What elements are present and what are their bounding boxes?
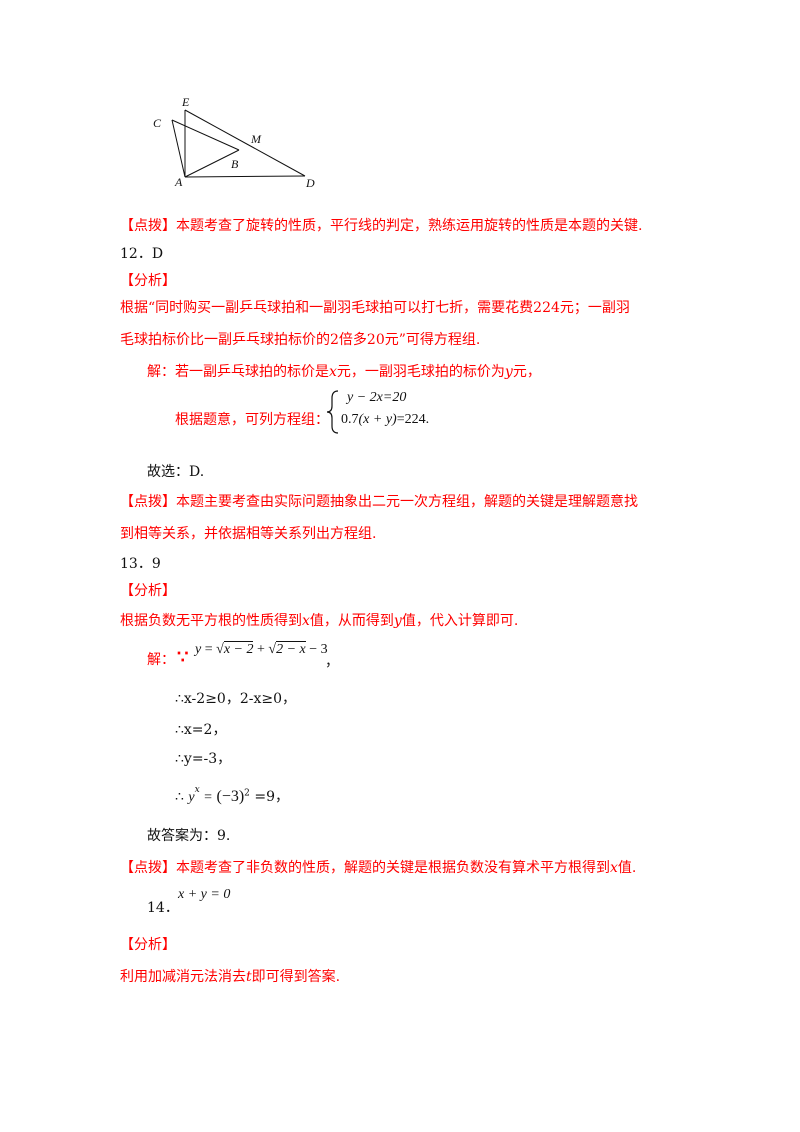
system-brace [326,390,339,434]
label-b: B [231,157,239,171]
p13-fenxi: 【分析】 [120,583,176,599]
segment-cb [171,119,240,151]
p13-dianbo: 【点拨】本题考查了非负数的性质，解题的关键是根据负数没有算术平方根得到x值. [120,860,637,876]
geometry-figure: E C M B A D [153,95,315,190]
p13-desc: 根据负数无平方根的性质得到x值，从而得到y值，代入计算即可. [120,613,519,629]
p13-answer: 13．9 [120,556,161,572]
label-m: M [250,132,262,146]
p12-eq1: y − 2x=20 [347,390,407,405]
p12-choose: 故选：D. [147,464,205,480]
p12-desc-line2: 毛球拍标价比一副乒乓球拍标价的2倍多20元”可得方程组. [120,332,481,348]
p13-step2: ∴x=2， [175,722,227,738]
p14-answer-expr: x + y = 0 [178,887,231,902]
segment-ed [184,109,306,177]
p12-fenxi: 【分析】 [120,273,176,289]
p13-step1: ∴x-2≥0，2-x≥0， [175,691,297,707]
label-e: E [181,95,190,109]
label-a: A [174,175,183,189]
p12-dianbo-line2: 到相等关系，并依据相等关系列出方程组. [120,526,377,542]
p12-eq2: 0.7(x + y)=224. [341,412,430,427]
p14-number: 14． [147,900,179,916]
segment-ca [171,119,186,178]
p13-step4: ∴ yx = (−3)2 =9， [175,785,289,805]
p12-eq-intro: 根据题意，可列方程组： [175,412,329,428]
label-c: C [153,116,162,130]
p12-answer: 12．D [120,246,164,262]
sqrt-2: √2 − x [268,641,306,657]
because-symbol: ∵ [177,647,189,668]
p11-dianbo: 【点拨】本题考查了旋转的性质，平行线的判定，熟练运用旋转的性质是本题的关键. [120,218,643,234]
p13-sol-label: 解： [147,652,175,668]
p12-dianbo-line1: 【点拨】本题主要考查由实际问题抽象出二元一次方程组，解题的关键是理解题意找 [120,494,638,510]
p14-fenxi: 【分析】 [120,937,176,953]
p13-final: 故答案为：9. [147,828,231,844]
p14-desc: 利用加减消元法消去t即可得到答案. [120,969,341,985]
p12-desc-line1: 根据“同时购买一副乒乓球拍和一副羽毛球拍可以打七折，需要花费224元；一副羽 [120,300,630,316]
sqrt-1: √x − 2 [216,641,254,657]
label-d: D [305,176,315,190]
p13-step3: ∴y=-3， [175,751,232,767]
p13-equation-comma: ， [325,654,339,670]
segment-ad [184,175,306,178]
p13-equation: y = √x − 2 + √2 − x − 3 [195,641,328,657]
segment-ab [184,149,240,178]
p12-solution: 解：若一副乒乓球拍的标价是x元，一副羽毛球拍的标价为y元， [147,364,541,380]
